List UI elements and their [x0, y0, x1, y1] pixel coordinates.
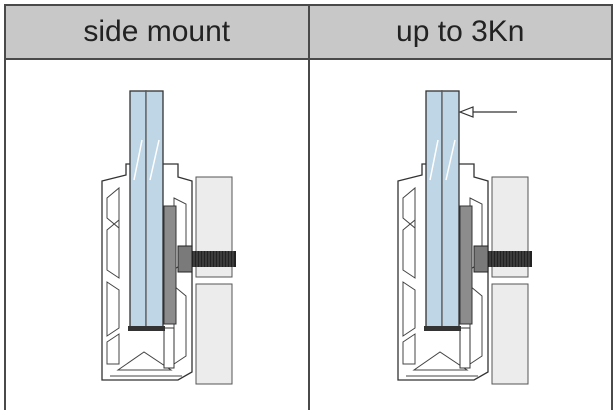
header-load-rating: up to 3Kn — [307, 6, 612, 58]
cell-side-mount-drawing — [6, 60, 308, 410]
profile-detail — [444, 139, 456, 181]
side-mount-section-drawing — [101, 90, 236, 385]
setting-block — [423, 326, 461, 331]
bolt-head — [473, 245, 488, 273]
rubber-gasket — [459, 205, 472, 325]
bolt-shaft — [487, 251, 532, 267]
glass-pane-inner — [440, 90, 460, 330]
glass-pane-outer — [129, 90, 147, 330]
profile-detail — [106, 281, 120, 337]
profile-detail — [402, 218, 415, 279]
header-side-mount: side mount — [83, 15, 231, 48]
profile-detail — [106, 333, 120, 365]
profile-detail — [428, 139, 439, 181]
force-arrow-icon — [457, 106, 517, 118]
rubber-gasket — [163, 205, 177, 325]
profile-detail — [163, 327, 175, 369]
profile-detail — [402, 333, 415, 365]
glass-pane-inner — [145, 90, 164, 330]
profile-detail — [402, 281, 415, 337]
table-body-row — [4, 60, 613, 410]
bolt-head — [177, 245, 193, 273]
cell-load-drawing — [307, 60, 612, 410]
profile-detail — [106, 218, 120, 279]
profile-detail — [133, 139, 143, 181]
wall-plate-lower — [491, 283, 528, 385]
load-section-drawing — [396, 90, 532, 385]
table-header-row: side mount up to 3Kn — [4, 4, 613, 60]
profile-detail — [411, 351, 469, 371]
profile-detail — [116, 351, 173, 371]
glass-pane-outer — [424, 90, 443, 330]
profile-detail — [149, 139, 160, 181]
wall-plate-lower — [195, 283, 233, 385]
setting-block — [128, 326, 165, 331]
profile-detail — [459, 327, 470, 369]
bolt-shaft — [192, 251, 236, 267]
